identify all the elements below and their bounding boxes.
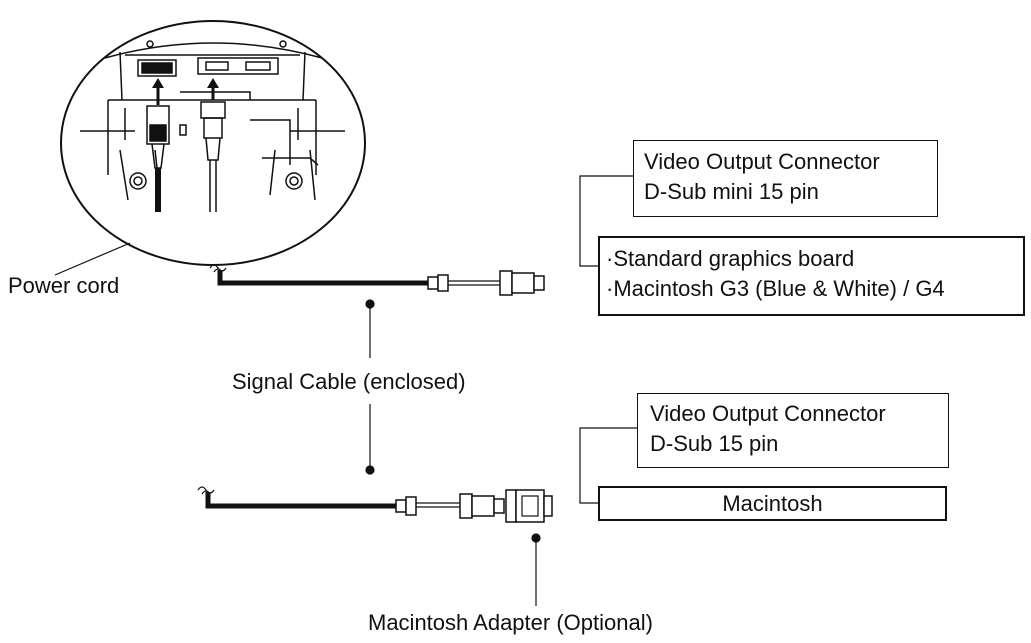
bracket-lines: [579, 175, 637, 504]
connector-bottom-line1: Video Output Connector: [650, 401, 886, 426]
boards-top-line2: ·Macintosh G3 (Blue & White) / G4: [606, 276, 945, 301]
signal-cable-bottom: [197, 486, 553, 523]
adapter-leader: [531, 533, 541, 606]
connector-bottom-line2: D-Sub 15 pin: [650, 431, 779, 456]
connector-top-line1: Video Output Connector: [644, 149, 880, 174]
monitor-rear-panel: [60, 20, 366, 266]
connector-top-box: Video Output Connector D-Sub mini 15 pin: [633, 140, 938, 217]
boards-bottom-line1: Macintosh: [722, 491, 823, 516]
signal-cable-label: Signal Cable (enclosed): [232, 369, 466, 394]
boards-top-box: ·Standard graphics board ·Macintosh G3 (…: [598, 236, 1025, 316]
connector-bottom-box: Video Output Connector D-Sub 15 pin: [637, 393, 949, 468]
power-cord-plug: [146, 78, 170, 212]
power-cord-label: Power cord: [8, 273, 120, 298]
signal-cable-top: [209, 264, 545, 296]
signal-plug-monitor: [200, 78, 226, 212]
signal-cable-leaders: [365, 299, 375, 475]
power-cord-leader: [54, 242, 131, 276]
connector-top-line2: D-Sub mini 15 pin: [644, 179, 819, 204]
mac-adapter-label: Macintosh Adapter (Optional): [368, 610, 653, 635]
boards-top-line1: ·Standard graphics board: [606, 246, 855, 271]
boards-bottom-box: Macintosh: [598, 486, 947, 521]
